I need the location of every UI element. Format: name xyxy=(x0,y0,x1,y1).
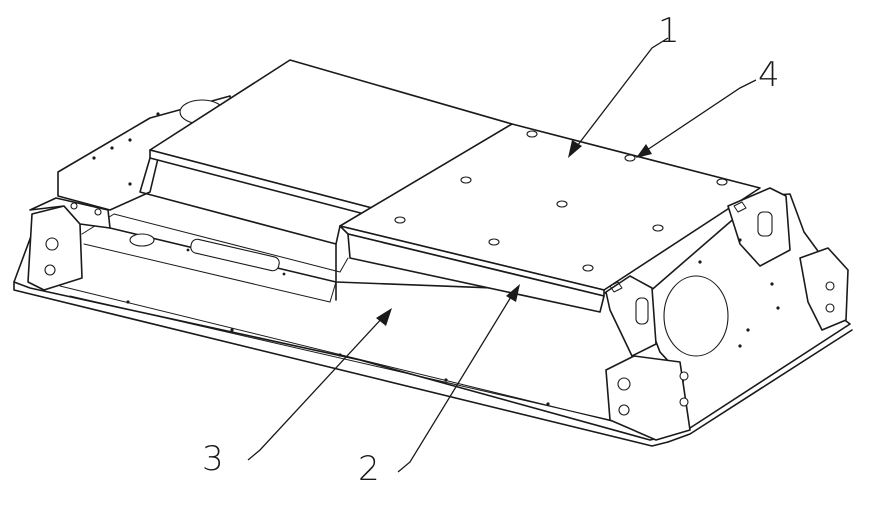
arrow-4 xyxy=(636,144,652,158)
back-cover-drop xyxy=(139,157,341,245)
base-flange-line-2 xyxy=(69,295,611,421)
callout-3: 3 xyxy=(202,439,224,479)
leader-4 xyxy=(643,79,757,153)
leaders xyxy=(247,37,757,473)
arrow-3 xyxy=(376,308,392,326)
callout-1: 1 xyxy=(658,11,680,51)
leader-3 xyxy=(247,315,385,461)
right-side-opening xyxy=(663,275,729,357)
lower-plate-face xyxy=(347,233,605,313)
left-lug-bracket xyxy=(27,197,111,291)
right-front-lug xyxy=(605,275,657,357)
callout-4: 4 xyxy=(758,55,780,95)
lower-front-plate xyxy=(347,233,605,313)
arrow-2 xyxy=(506,284,520,302)
slot-detail xyxy=(129,233,286,276)
base-frame xyxy=(13,193,853,447)
arrow-1 xyxy=(568,140,582,158)
right-far-lug xyxy=(799,247,849,331)
base-bottom-edge xyxy=(13,281,669,447)
left-lug-top xyxy=(29,197,111,229)
right-brackets xyxy=(605,187,849,441)
leader-1 xyxy=(573,37,669,151)
callout-2: 2 xyxy=(358,449,380,489)
main-top-plate xyxy=(339,123,761,297)
right-corner-lug xyxy=(605,355,691,441)
leader-2 xyxy=(397,291,515,473)
base-right-bottom xyxy=(667,329,853,443)
front-ledge-2 xyxy=(83,243,337,303)
